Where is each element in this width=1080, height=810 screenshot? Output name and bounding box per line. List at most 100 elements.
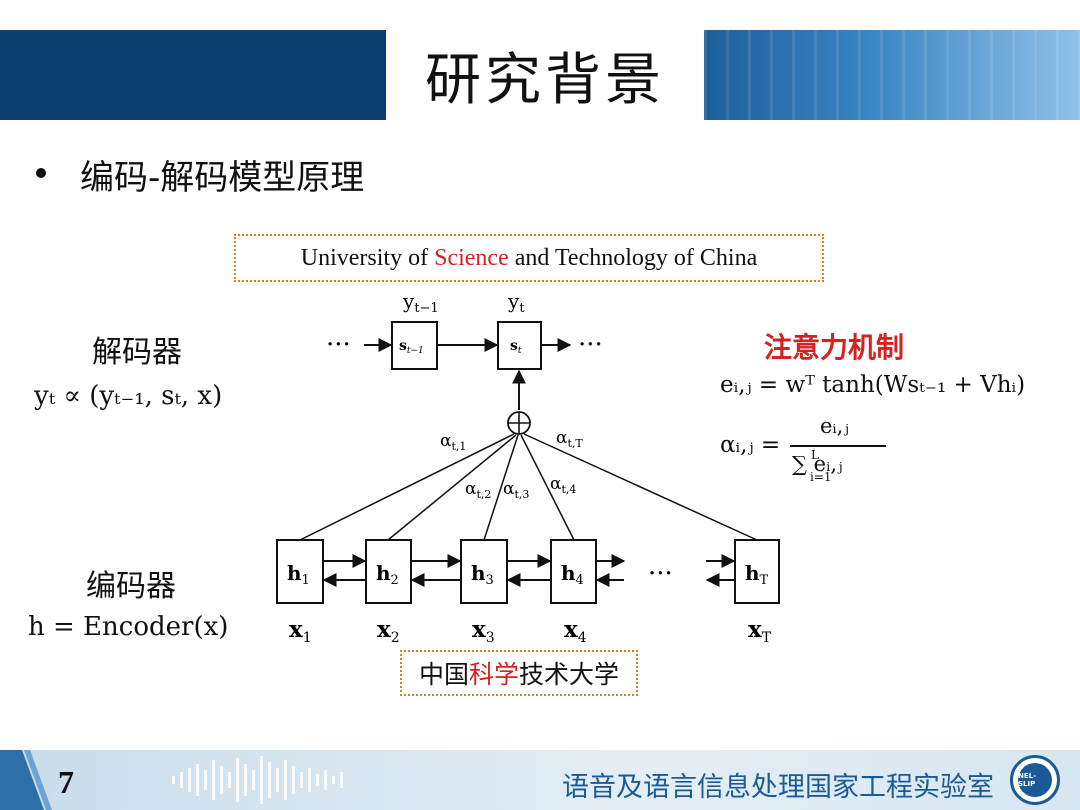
page-number: 7	[58, 764, 74, 800]
bullet-text: 编码-解码模型原理	[80, 158, 365, 198]
encoder-state-3	[460, 539, 508, 604]
output-y-current-sub: t	[519, 301, 525, 316]
header-band-right	[704, 30, 1080, 120]
footer-left-accent	[0, 750, 44, 810]
chinese-name-highlight: 科学	[468, 660, 519, 689]
decoder-state-current-sub: t	[518, 346, 522, 356]
attention-weight-3-letter: α	[503, 479, 515, 499]
encoder-state-T-sub: T	[760, 573, 769, 588]
chinese-name-before: 中国	[418, 660, 469, 689]
attention-weight-2-letter: α	[465, 479, 477, 499]
input-x-4-letter: x	[564, 616, 578, 643]
decoder-label: 解码器	[92, 335, 182, 370]
encoder-state-4-letter: h	[561, 561, 576, 585]
chinese-name-after: 技术大学	[519, 660, 620, 689]
encoder-label: 编码器	[86, 569, 176, 604]
sound-wave-icon	[172, 756, 343, 804]
slide-title: 研究背景	[425, 47, 665, 113]
encoder-state-1-sub: 1	[302, 573, 310, 588]
attention-line-3	[483, 434, 519, 541]
english-name-after: and Technology of China	[508, 244, 758, 271]
encoder-state-2-letter: h	[376, 561, 391, 585]
input-x-2: x2	[377, 616, 400, 646]
encoder-state-3-letter: h	[471, 561, 486, 585]
footer-decoration	[0, 750, 343, 810]
alpha-lhs: αᵢ,ⱼ =	[720, 432, 781, 458]
encoder-state-2-sub: 2	[391, 573, 399, 588]
english-name-before: University of	[300, 244, 435, 271]
input-x-T-letter: x	[748, 616, 762, 643]
attention-weight-1: αt,1	[440, 431, 466, 453]
decoder-state-current-label: st	[510, 338, 522, 356]
attention-weight-4: αt,4	[550, 474, 576, 496]
attention-line-4	[520, 434, 575, 541]
input-x-4: x4	[564, 616, 587, 646]
encoder-state-T-letter: h	[745, 561, 760, 585]
lab-seal-logo: NEL-SLIP	[1010, 755, 1060, 805]
encoder-state-2-label: h2	[376, 561, 399, 588]
attention-weight-3-sub: t,3	[514, 488, 529, 501]
header-band-left	[0, 30, 386, 120]
attention-weight-T: αt,T	[556, 428, 583, 450]
attention-line-T	[523, 433, 758, 541]
decoder-state-prev-label: st−1	[399, 338, 424, 356]
encoder-state-4-label: h4	[561, 561, 584, 588]
input-x-3-letter: x	[472, 616, 486, 643]
input-x-2-sub: 2	[391, 630, 400, 646]
input-x-T: xT	[748, 616, 772, 646]
encoder-state-1	[276, 539, 324, 604]
lab-seal-text: NEL-SLIP	[1018, 763, 1052, 797]
chinese-name-box: 中国科学技术大学	[400, 650, 638, 696]
decoder-state-prev-letter: s	[399, 338, 407, 354]
output-y-prev-sub: t−1	[414, 301, 438, 316]
decoder-trailing-dots: ···	[578, 330, 603, 360]
attention-title: 注意力机制	[764, 331, 905, 364]
output-y-prev: yt−1	[402, 289, 439, 316]
encoder-state-3-label: h3	[471, 561, 494, 588]
encoder-state-T	[734, 539, 780, 604]
alpha-denominator: ∑ eᵢ,ⱼ	[792, 452, 843, 476]
attention-weight-1-sub: t,1	[451, 440, 466, 453]
encoder-state-1-letter: h	[287, 561, 302, 585]
encoder-formula: h = Encoder(x)	[28, 612, 229, 642]
input-x-1-letter: x	[289, 616, 303, 643]
attention-line-1	[299, 433, 515, 541]
decoder-state-current-letter: s	[510, 338, 518, 354]
output-y-prev-letter: y	[402, 289, 415, 313]
lab-name: 语音及语言信息处理国家工程实验室	[562, 772, 994, 803]
attention-weight-2-sub: t,2	[476, 488, 491, 501]
input-x-1: x1	[289, 616, 312, 646]
attention-weight-2: αt,2	[465, 479, 491, 501]
decoder-state-current	[497, 321, 542, 370]
bullet-dot	[36, 168, 46, 178]
encoder-state-1-label: h1	[287, 561, 310, 588]
attention-weight-1-letter: α	[440, 431, 452, 451]
input-x-4-sub: 4	[578, 630, 587, 646]
attention-weight-T-sub: t,T	[567, 437, 583, 450]
english-name-highlight: Science	[434, 244, 509, 271]
input-x-T-sub: T	[762, 630, 772, 646]
input-x-2-letter: x	[377, 616, 391, 643]
encoder-state-3-sub: 3	[486, 573, 494, 588]
energy-formula: eᵢ,ⱼ = wᵀ tanh(Wsₜ₋₁ + Vhᵢ)	[720, 372, 1026, 398]
decoder-formula: yₜ ∝ (yₜ₋₁, sₜ, x)	[34, 381, 223, 411]
alpha-numerator: eᵢ,ⱼ	[820, 414, 849, 438]
output-y-current-letter: y	[507, 289, 520, 313]
english-name-box: University of Science and Technology of …	[234, 234, 824, 282]
attention-weight-T-letter: α	[556, 428, 568, 448]
attention-weight-4-letter: α	[550, 474, 562, 494]
input-x-1-sub: 1	[303, 630, 312, 646]
alpha-denominator-sub: i=1	[810, 470, 832, 484]
input-x-3: x3	[472, 616, 495, 646]
decoder-leading-dots: ···	[326, 330, 351, 360]
encoder-dots: ···	[648, 559, 673, 589]
attention-line-2	[387, 434, 517, 541]
encoder-state-4-sub: 4	[576, 573, 584, 588]
output-y-current: yt	[507, 289, 525, 316]
input-x-3-sub: 3	[486, 630, 495, 646]
decoder-state-prev-sub: t−1	[407, 346, 424, 356]
fraction-bar	[790, 445, 886, 447]
attention-weight-3: αt,3	[503, 479, 529, 501]
